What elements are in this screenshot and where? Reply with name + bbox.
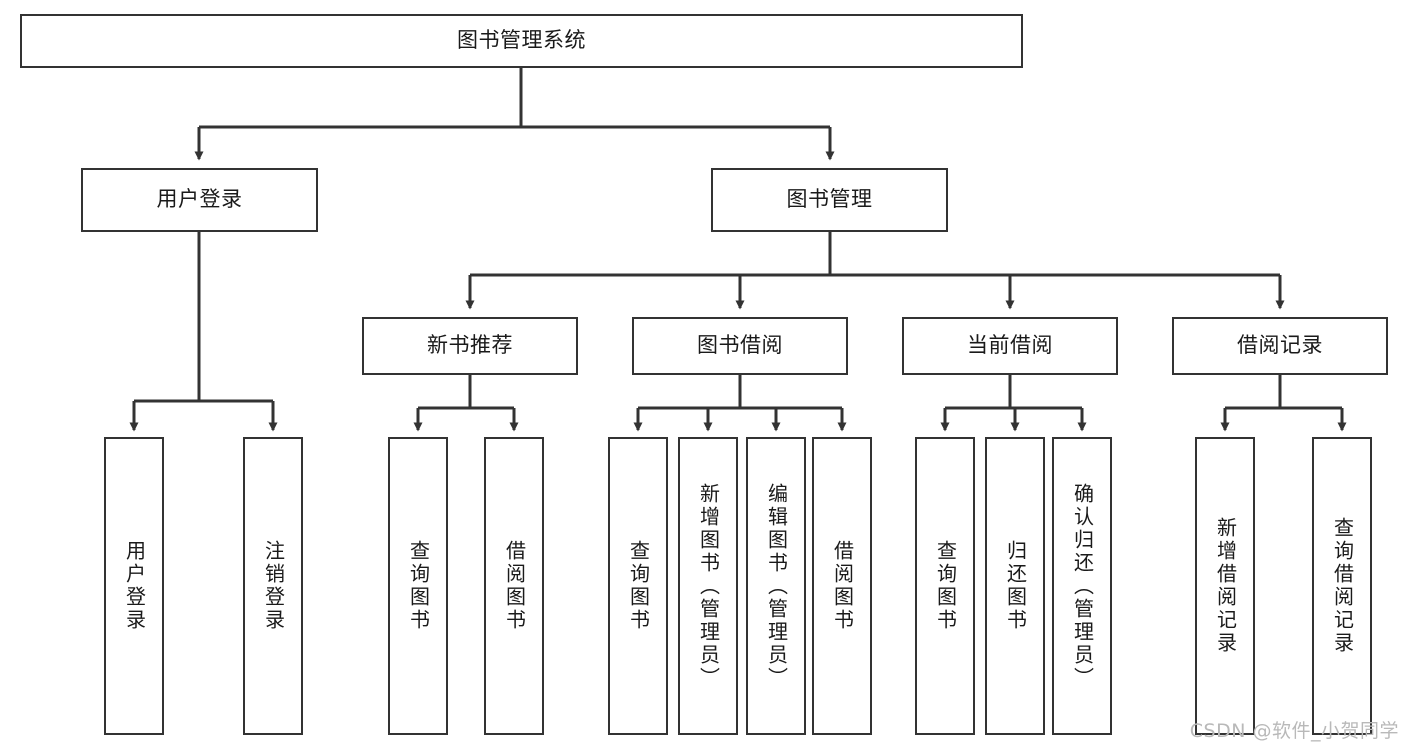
node-book-manage-label: 图书管理	[786, 187, 873, 212]
node-user-login-label: 用户登录	[156, 187, 243, 212]
node-book-manage[interactable]: 图书管理	[711, 168, 948, 232]
watermark-text: CSDN @软件_小贺同学	[1189, 720, 1399, 742]
node-book-borrow-label: 图书借阅	[697, 333, 783, 358]
node-leaf-edit-book[interactable]: 编辑图书（管理员）	[746, 437, 806, 735]
node-leaf-borrow-book-2[interactable]: 借阅图书	[812, 437, 872, 735]
node-book-borrow[interactable]: 图书借阅	[632, 317, 848, 375]
node-root-label: 图书管理系统	[457, 28, 586, 53]
node-leaf-borrow-book-2-label: 借阅图书	[830, 540, 855, 632]
node-borrow-record[interactable]: 借阅记录	[1172, 317, 1388, 375]
node-leaf-query-record-label: 查询借阅记录	[1330, 517, 1355, 655]
node-leaf-user-login[interactable]: 用户登录	[104, 437, 164, 735]
node-leaf-query-book-3-label: 查询图书	[933, 540, 958, 632]
node-leaf-borrow-book-1-label: 借阅图书	[502, 540, 527, 632]
node-leaf-logout[interactable]: 注销登录	[243, 437, 303, 735]
node-borrow-record-label: 借阅记录	[1237, 333, 1323, 358]
node-leaf-return-book[interactable]: 归还图书	[985, 437, 1045, 735]
node-leaf-query-book-2[interactable]: 查询图书	[608, 437, 668, 735]
node-new-book-recommend-label: 新书推荐	[427, 333, 513, 358]
node-current-borrow[interactable]: 当前借阅	[902, 317, 1118, 375]
node-root[interactable]: 图书管理系统	[20, 14, 1023, 68]
node-leaf-add-book[interactable]: 新增图书（管理员）	[678, 437, 738, 735]
node-leaf-borrow-book-1[interactable]: 借阅图书	[484, 437, 544, 735]
node-leaf-query-record[interactable]: 查询借阅记录	[1312, 437, 1372, 735]
node-leaf-add-record[interactable]: 新增借阅记录	[1195, 437, 1255, 735]
node-current-borrow-label: 当前借阅	[967, 333, 1053, 358]
node-leaf-add-book-label: 新增图书（管理员）	[696, 482, 721, 690]
node-leaf-add-record-label: 新增借阅记录	[1213, 517, 1238, 655]
node-leaf-confirm-return[interactable]: 确认归还（管理员）	[1052, 437, 1112, 735]
node-leaf-query-book-3[interactable]: 查询图书	[915, 437, 975, 735]
node-leaf-user-login-label: 用户登录	[122, 540, 147, 632]
node-leaf-query-book-1-label: 查询图书	[406, 540, 431, 632]
node-leaf-confirm-return-label: 确认归还（管理员）	[1070, 482, 1095, 690]
node-new-book-recommend[interactable]: 新书推荐	[362, 317, 578, 375]
node-leaf-return-book-label: 归还图书	[1003, 540, 1028, 632]
node-leaf-query-book-1[interactable]: 查询图书	[388, 437, 448, 735]
node-leaf-logout-label: 注销登录	[261, 540, 286, 632]
node-leaf-edit-book-label: 编辑图书（管理员）	[764, 482, 789, 690]
node-user-login[interactable]: 用户登录	[81, 168, 318, 232]
node-leaf-query-book-2-label: 查询图书	[626, 540, 651, 632]
